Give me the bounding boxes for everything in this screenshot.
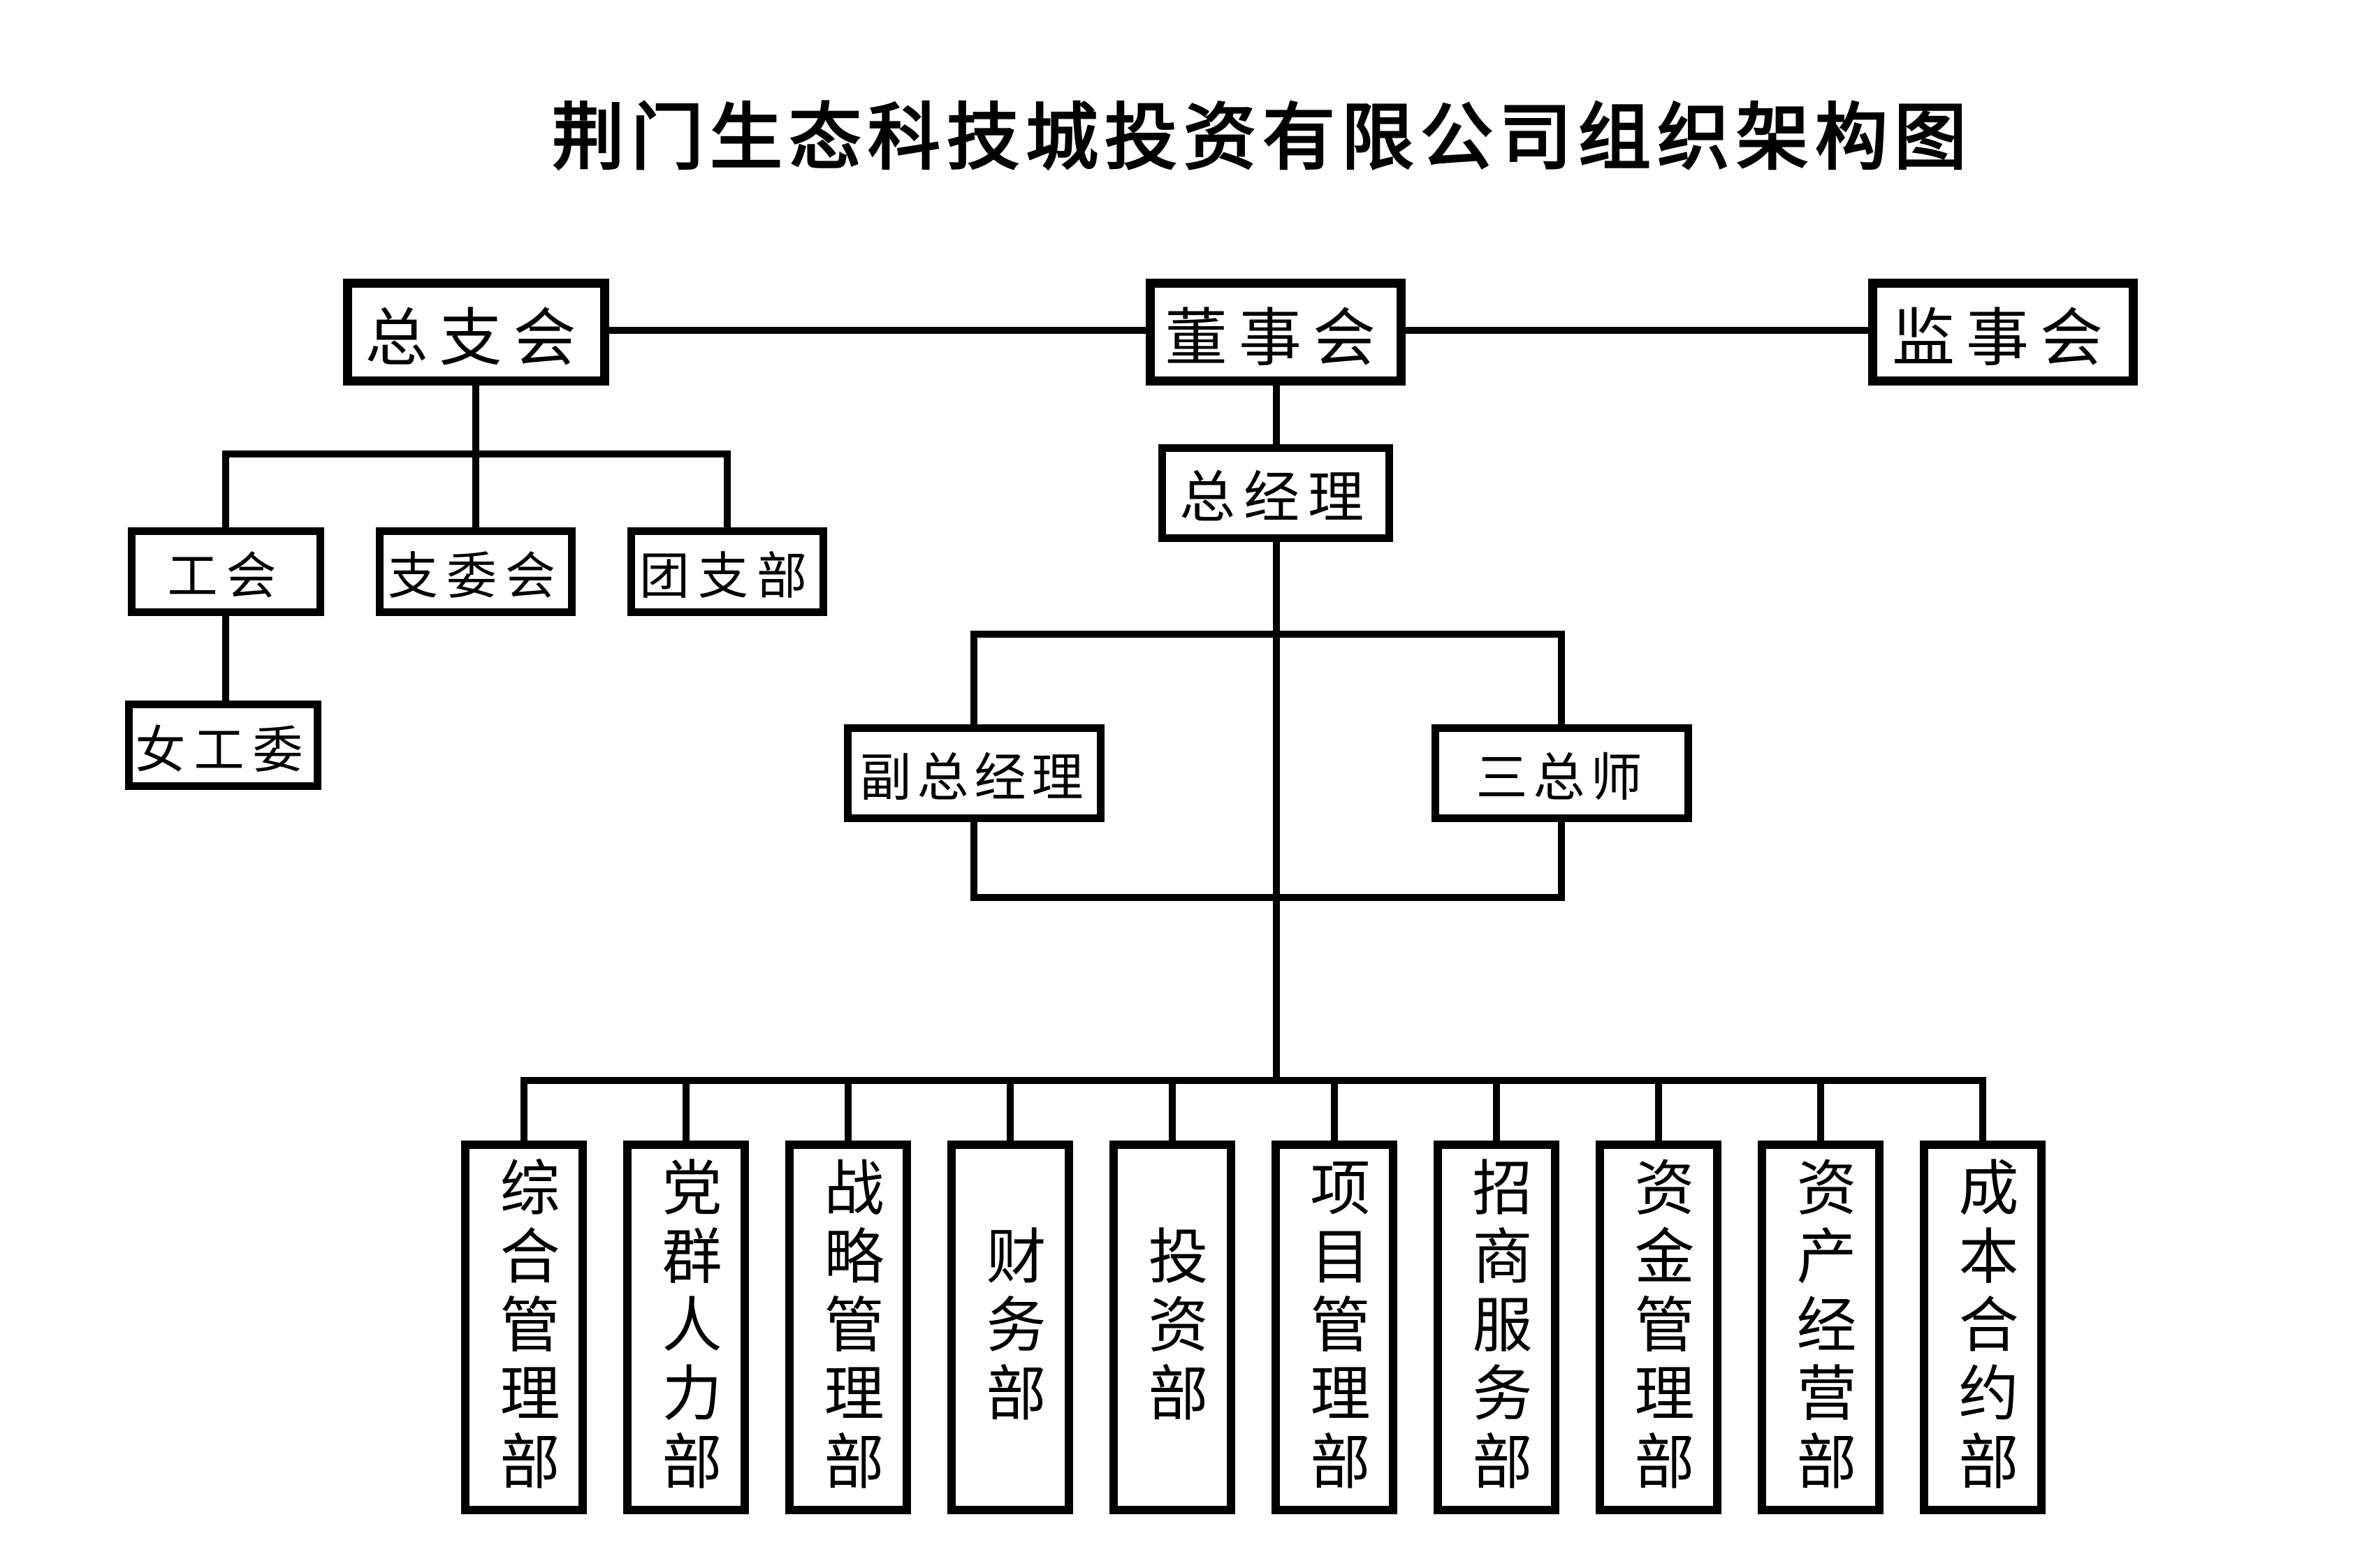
org-box-dept-investment-promotion-service: 招商服务部 [1434, 1141, 1559, 1514]
connector-left-branch [222, 450, 731, 457]
connector-dongshihui-jianshihui [1406, 327, 1868, 334]
page-title: 荆门生态科技城投资有限公司组织架构图 [552, 98, 1974, 179]
org-box-dept-asset-operation: 资产经营部 [1758, 1141, 1884, 1514]
org-label: 资产经营部 [1787, 1156, 1854, 1499]
org-box-branch-committee: 支委会 [376, 527, 576, 616]
org-box-women-workers-committee: 女工委 [125, 701, 321, 790]
connector-gonghui-nvgongwei [222, 616, 229, 703]
org-label: 支委会 [387, 549, 564, 605]
connector-deputy-branch-bottom [970, 894, 1565, 901]
connector-dept-stem-9 [1817, 1080, 1824, 1145]
org-label: 综合管理部 [490, 1156, 558, 1499]
connector-dongshihui-zongjingli [1273, 386, 1280, 447]
org-box-dept-finance: 财务部 [947, 1141, 1073, 1514]
org-box-youth-league-branch: 团支部 [627, 527, 827, 616]
connector-dept-stem-8 [1655, 1080, 1662, 1145]
connector-dept-stem-7 [1493, 1080, 1500, 1145]
org-label: 招商服务部 [1463, 1156, 1530, 1499]
org-box-dept-capital-management: 资金管理部 [1596, 1141, 1721, 1514]
org-label: 财务部 [977, 1224, 1044, 1430]
org-label: 监事会 [1892, 304, 2114, 374]
org-label: 投资部 [1139, 1224, 1206, 1430]
connector-fuzongjingli-drop [970, 634, 977, 727]
connector-sanzongshi-drop [1558, 634, 1565, 727]
org-label: 成本合约部 [1949, 1156, 2016, 1499]
org-box-general-manager: 总经理 [1158, 444, 1393, 542]
connector-deputy-branch-top [970, 631, 1565, 638]
connector-department-bus [520, 1077, 1986, 1084]
org-box-dept-cost-contract: 成本合约部 [1920, 1141, 2046, 1514]
org-label: 女工委 [135, 722, 312, 779]
org-label: 项目管理部 [1301, 1156, 1368, 1499]
org-box-dept-investment: 投资部 [1109, 1141, 1235, 1514]
org-label: 工会 [167, 549, 285, 605]
org-label: 副总经理 [859, 749, 1089, 807]
connector-zongzhihui-stem [472, 386, 479, 531]
org-box-labor-union: 工会 [128, 527, 324, 616]
connector-dept-stem-4 [1007, 1080, 1014, 1145]
connector-gonghui-drop [222, 454, 229, 531]
org-box-general-branch-committee: 总支会 [343, 279, 609, 386]
connector-dept-stem-3 [845, 1080, 852, 1145]
org-label: 董事会 [1165, 304, 1387, 374]
connector-zongzhihui-dongshihui [609, 327, 1146, 334]
org-label: 三总师 [1476, 749, 1648, 807]
org-box-board-of-directors: 董事会 [1146, 279, 1406, 386]
org-box-three-chief-engineers: 三总师 [1432, 724, 1692, 822]
org-box-board-of-supervisors: 监事会 [1868, 279, 2138, 386]
org-label: 战略管理部 [815, 1156, 882, 1499]
org-label: 团支部 [639, 549, 815, 605]
org-label: 总经理 [1179, 468, 1372, 529]
connector-fuzongjingli-riser [970, 819, 977, 901]
connector-zongjingli-spine [1273, 542, 1280, 1084]
org-label: 党群人力部 [653, 1156, 720, 1499]
connector-dept-stem-6 [1331, 1080, 1338, 1145]
org-box-dept-project-management: 项目管理部 [1272, 1141, 1397, 1514]
org-box-dept-party-mass-hr: 党群人力部 [623, 1141, 749, 1514]
org-box-dept-strategic-management: 战略管理部 [785, 1141, 911, 1514]
connector-dept-stem-1 [520, 1080, 527, 1145]
connector-tuanzhibu-drop [724, 454, 731, 531]
connector-sanzongshi-riser [1558, 819, 1565, 901]
org-box-deputy-general-manager: 副总经理 [844, 724, 1105, 822]
org-label: 资金管理部 [1625, 1156, 1692, 1499]
connector-dept-stem-2 [683, 1080, 690, 1145]
org-label: 总支会 [365, 304, 588, 374]
org-box-dept-comprehensive-management: 综合管理部 [461, 1141, 587, 1514]
connector-dept-stem-5 [1169, 1080, 1176, 1145]
connector-dept-stem-10 [1979, 1080, 1986, 1145]
